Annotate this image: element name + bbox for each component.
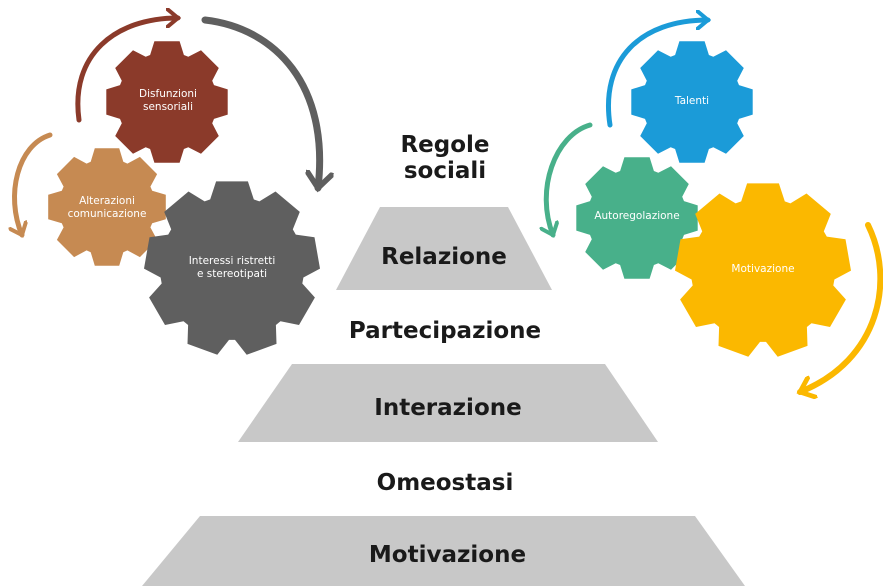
arrow-brown [75, 18, 178, 123]
gear-motivazione-label: Motivazione [731, 263, 795, 275]
arrow-tan [15, 132, 53, 235]
heading-line-2: sociali [403, 158, 487, 185]
arrow-gray [201, 16, 320, 188]
gear-alterazioni-line-2: comunicazione [67, 208, 147, 221]
tier-motivazione-shape [142, 516, 745, 586]
gear-disfunzioni-line-2: sensoriali [143, 101, 193, 114]
gear-interessi-line-1: Interessi ristretti [188, 255, 276, 267]
gear-alterazioni-label: Alterazioni comunicazione [52, 195, 162, 221]
tier-interazione-shape [238, 364, 658, 442]
arrow-blue [606, 20, 708, 128]
partecipazione-label: Partecipazione [348, 318, 542, 344]
tier-relazione-label: Relazione [381, 244, 507, 270]
gear-autoregolazione-icon [576, 157, 698, 279]
gear-disfunzioni-label: Disfunzioni sensoriali [118, 88, 218, 114]
gear-autoregolazione-label: Autoregolazione [594, 210, 680, 222]
omeostasi-label: Omeostasi [376, 470, 514, 496]
heading-line-1: Regole [400, 132, 490, 158]
tier-relazione-shape [336, 207, 552, 290]
gear-talenti-icon [631, 41, 753, 163]
gear-disfunzioni-icon [106, 41, 228, 163]
arrow-yellow [800, 222, 883, 392]
tier-motivazione-label: Motivazione [368, 542, 527, 568]
gear-interessi-icon [144, 181, 320, 355]
gear-talenti-label: Talenti [674, 95, 710, 107]
gear-interessi-label: Interessi ristretti e stereotipati [172, 255, 292, 281]
gear-interessi-line-2: e stereotipati [197, 268, 267, 281]
arrow-green [546, 122, 593, 235]
gear-alterazioni-line-1: Alterazioni [79, 195, 135, 207]
heading-regole-sociali: Regole sociali [360, 132, 530, 185]
gear-motivazione-icon [675, 183, 851, 357]
gear-disfunzioni-line-1: Disfunzioni [139, 88, 197, 100]
gear-alterazioni-icon [48, 148, 166, 266]
tier-interazione-label: Interazione [374, 395, 522, 421]
